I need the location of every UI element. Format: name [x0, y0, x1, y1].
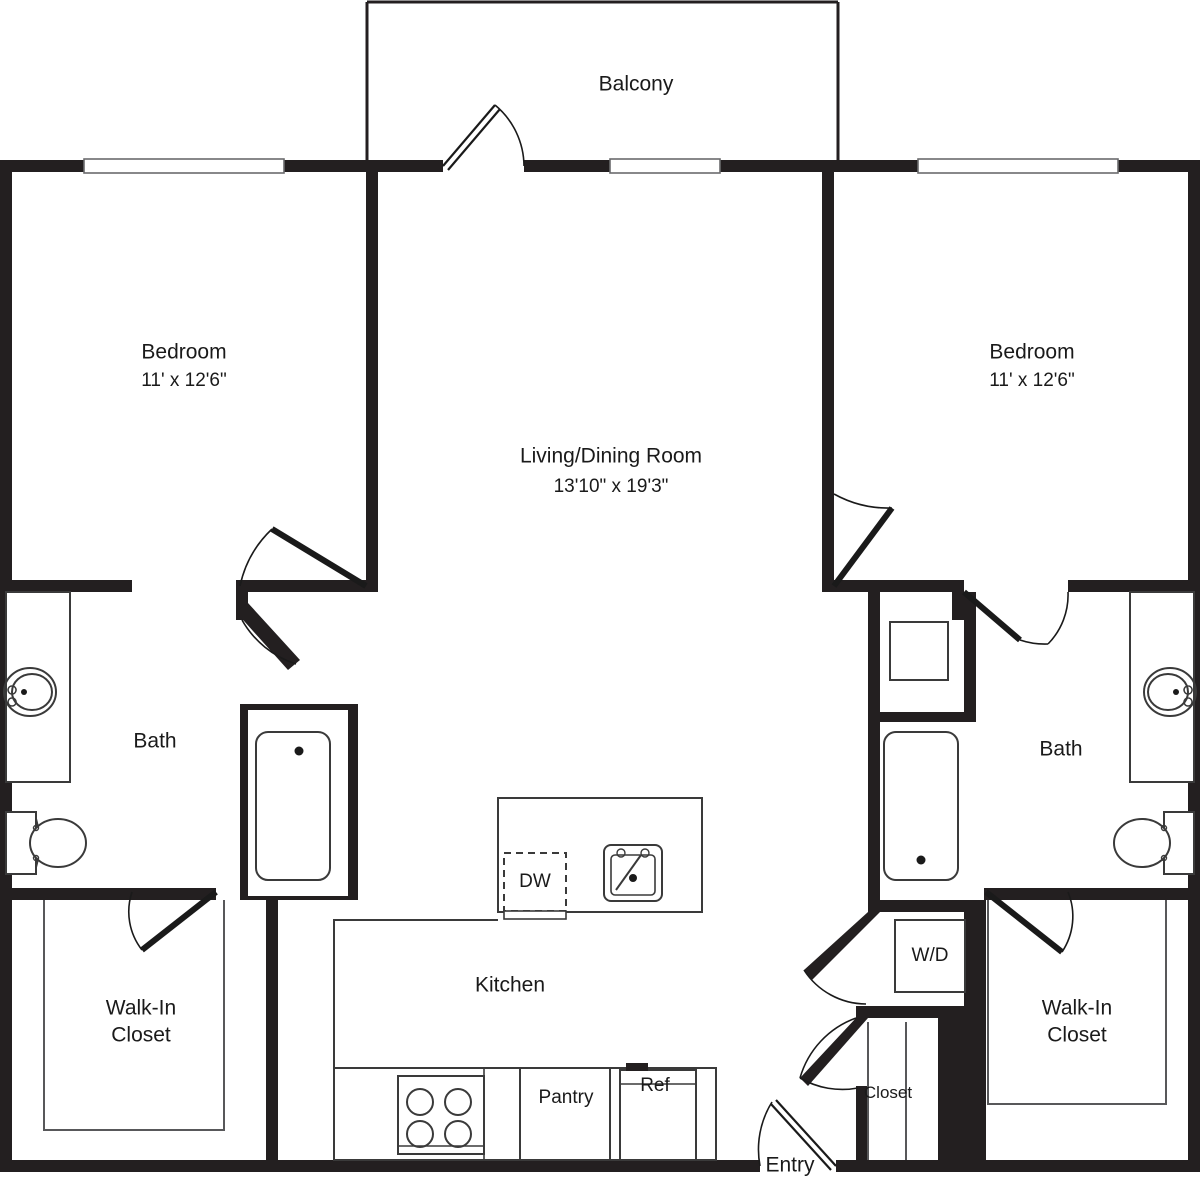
- room-label-bath-left: Bath: [133, 729, 177, 753]
- wic-left-door: [128, 889, 218, 953]
- tub-right: [883, 731, 959, 881]
- vanity-left-sink-inner: [11, 673, 53, 711]
- toilet-left-bowl: [29, 818, 87, 868]
- vanity-right-sink-outer: [1143, 667, 1197, 717]
- balcony-door: [442, 104, 525, 171]
- doors: [128, 104, 1074, 1171]
- tub-left: [255, 731, 331, 881]
- toilet-right-bowl: [1113, 818, 1171, 868]
- room-dim-bedroom-left: 11' x 12'6": [141, 369, 227, 391]
- room-label-entry: Entry: [765, 1153, 815, 1177]
- bath-left-fixtures: [3, 591, 348, 896]
- vanity-left-sink-outer: [3, 667, 57, 717]
- living-balcony-window: [609, 158, 721, 174]
- room-label-wic-left-line2: Closet: [111, 1023, 171, 1047]
- wic-right-door: [984, 889, 1074, 955]
- washer-dryer-unit: [894, 919, 966, 993]
- coat-closet-label: Closet: [863, 1083, 913, 1103]
- bath-left-door: [241, 619, 297, 665]
- entry-door: [757, 1099, 837, 1171]
- vanity-right-sink-inner: [1147, 673, 1189, 711]
- bedroom-right-window: [917, 158, 1119, 174]
- bath-right-fixtures: [883, 591, 1197, 881]
- windows: [83, 158, 1119, 174]
- bedroom-left-window: [83, 158, 285, 174]
- room-dim-bedroom-right: 11' x 12'6": [989, 369, 1075, 391]
- laundry-door: [803, 969, 867, 1005]
- bath-right-door: [962, 589, 1069, 645]
- thin-interior-lines: [43, 900, 1167, 1131]
- coat-closet-interior: [867, 1022, 907, 1160]
- linen-right-cabinet: [889, 621, 949, 681]
- room-label-living-dining: Living/Dining Room: [519, 444, 703, 468]
- pantry-cabinet: [519, 1067, 611, 1161]
- vanity-right-counter: [1129, 591, 1195, 783]
- balcony-outline: [365, 0, 840, 165]
- refrigerator-body: [619, 1069, 697, 1161]
- pantry-label: Pantry: [538, 1086, 594, 1108]
- room-label-kitchen: Kitchen: [474, 973, 546, 997]
- refrigerator-label: Ref: [640, 1074, 670, 1096]
- room-label-bedroom-left: Bedroom: [141, 340, 227, 364]
- structural-walls: [0, 160, 1200, 1172]
- washer-dryer-label: W/D: [911, 944, 949, 966]
- kitchen-counter-return: [333, 919, 498, 1068]
- room-label-wic-right-line1: Walk-In: [1041, 996, 1113, 1020]
- bedroom-right-door: [831, 493, 895, 588]
- bedroom-left-door: [239, 526, 368, 589]
- kitchen-lower-counters: [333, 1063, 717, 1161]
- tub-right-drain: [916, 855, 926, 865]
- room-dim-living-dining: 13'10" x 19'3": [553, 475, 669, 497]
- room-label-balcony: Balcony: [598, 72, 674, 96]
- room-label-bath-right: Bath: [1039, 737, 1083, 761]
- kitchen-island: [497, 797, 703, 920]
- vanity-left-counter: [5, 591, 71, 783]
- closet-door: [799, 1017, 859, 1091]
- room-label-bedroom-right: Bedroom: [989, 340, 1075, 364]
- room-label-wic-left-line1: Walk-In: [105, 996, 177, 1020]
- dishwasher-label: DW: [519, 870, 551, 892]
- room-label-wic-right-line2: Closet: [1047, 1023, 1107, 1047]
- tub-left-drain: [294, 746, 304, 756]
